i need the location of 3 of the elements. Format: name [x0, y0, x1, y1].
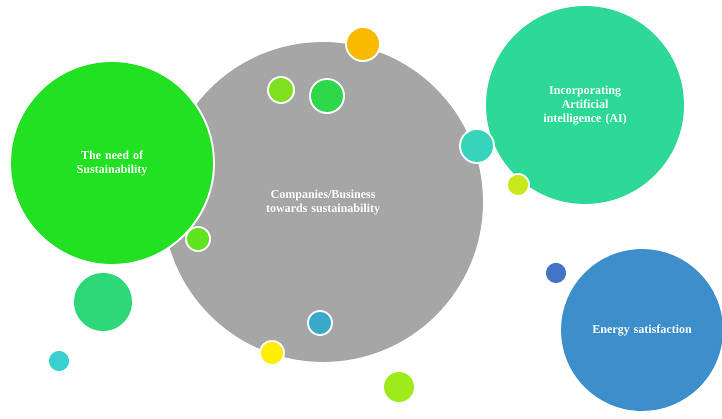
circle-node: Energy satisfaction	[559, 246, 722, 413]
circle-node: Incorporating Artificial intelligence (AI)	[484, 4, 686, 206]
circle-node: The need of Sustainability	[9, 60, 215, 266]
